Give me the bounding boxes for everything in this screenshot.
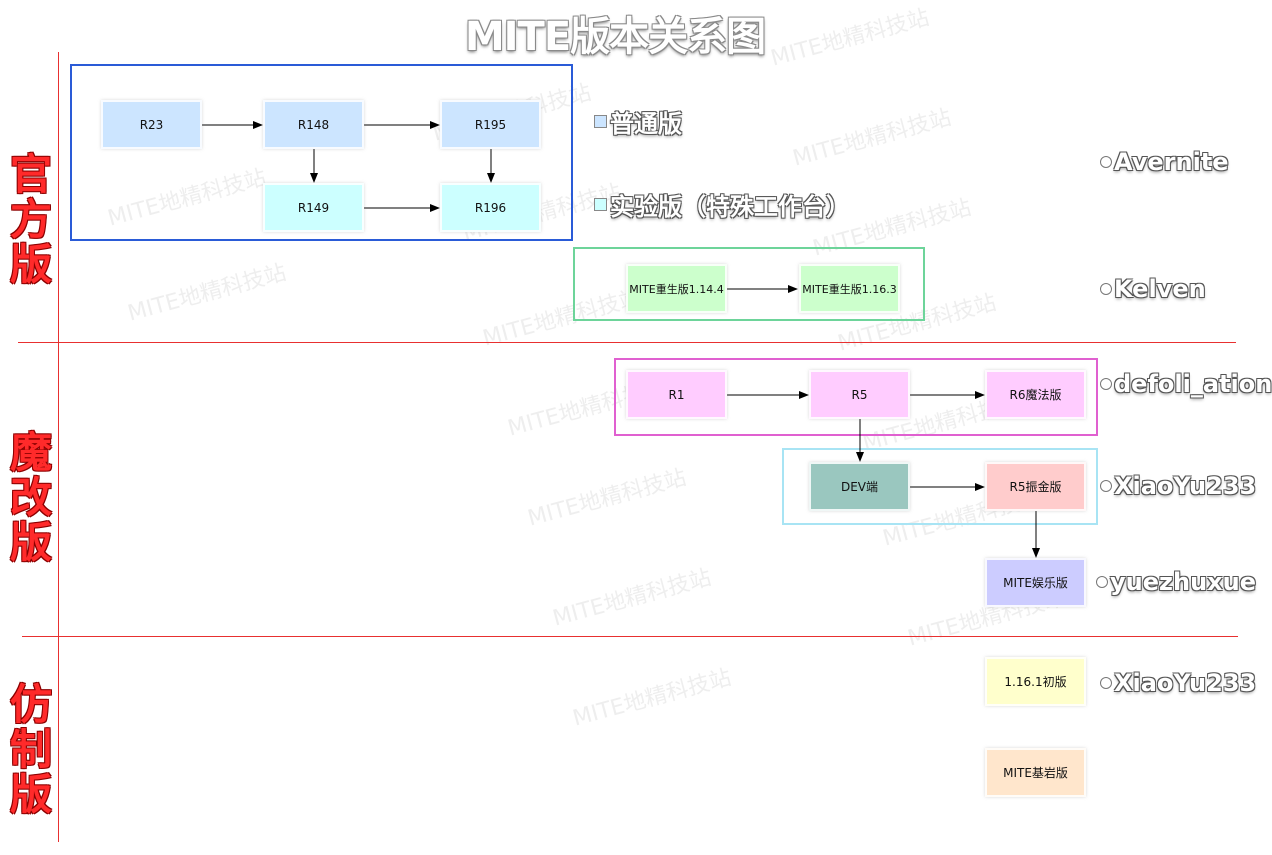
- author-xiaoyu-modded-label: XiaoYu233: [1114, 472, 1257, 500]
- node-r195: R195: [440, 100, 541, 149]
- node-r149: R149: [263, 183, 364, 232]
- node-rebirth-1163: MITE重生版1.16.3: [799, 264, 900, 313]
- author-kelven: Kelven: [1100, 275, 1206, 303]
- author-dot: [1100, 156, 1112, 168]
- node-r5-revive: R5振金版: [985, 462, 1086, 511]
- author-dot: [1100, 378, 1112, 390]
- horizontal-divider: [22, 636, 1238, 637]
- legend-swatch-experimental: [594, 198, 607, 211]
- vertical-divider: [58, 52, 59, 842]
- author-defoli: defoli_ation: [1100, 370, 1272, 398]
- node-early-1161: 1.16.1初版: [985, 657, 1086, 706]
- horizontal-divider: [18, 342, 1236, 343]
- magic-group-frame: [614, 358, 1098, 436]
- diagram-title: MITE版本关系图: [464, 14, 766, 60]
- author-avernite: Avernite: [1100, 148, 1229, 176]
- legend-swatch-regular: [594, 115, 607, 128]
- author-dot: [1100, 283, 1112, 295]
- node-r1: R1: [626, 370, 727, 419]
- category-official: 官 方 版: [9, 150, 52, 289]
- node-entertainment: MITE娱乐版: [985, 558, 1086, 607]
- dev-group-frame: [782, 448, 1098, 525]
- author-kelven-label: Kelven: [1114, 275, 1206, 303]
- official-group-frame: [70, 64, 573, 241]
- node-r196: R196: [440, 183, 541, 232]
- category-modded: 魔 改 版: [9, 428, 52, 567]
- node-r5: R5: [809, 370, 910, 419]
- author-yuezhuxue: yuezhuxue: [1096, 568, 1256, 596]
- rebirth-group-frame: [573, 247, 925, 321]
- node-rebirth-1144: MITE重生版1.14.4: [626, 264, 727, 313]
- legend-experimental: 实验版（特殊工作台）: [594, 187, 850, 222]
- author-avernite-label: Avernite: [1114, 148, 1229, 176]
- node-dev: DEV端: [809, 462, 910, 511]
- author-defoli-label: defoli_ation: [1114, 370, 1272, 398]
- author-dot: [1100, 677, 1112, 689]
- author-yuezhuxue-label: yuezhuxue: [1110, 568, 1256, 596]
- category-imitation: 仿 制 版: [9, 680, 52, 819]
- node-r148: R148: [263, 100, 364, 149]
- legend-experimental-label: 实验版（特殊工作台）: [610, 193, 850, 221]
- author-xiaoyu-modded: XiaoYu233: [1100, 472, 1256, 500]
- node-r23: R23: [101, 100, 202, 149]
- legend-regular-label: 普通版: [610, 110, 682, 138]
- node-r6-magic: R6魔法版: [985, 370, 1086, 419]
- legend-regular: 普通版: [594, 104, 682, 139]
- author-dot: [1100, 480, 1112, 492]
- author-xiaoyu-imitation: XiaoYu233: [1100, 669, 1256, 697]
- author-dot: [1096, 576, 1108, 588]
- node-bedrock: MITE基岩版: [985, 748, 1086, 797]
- author-xiaoyu-imitation-label: XiaoYu233: [1114, 669, 1257, 697]
